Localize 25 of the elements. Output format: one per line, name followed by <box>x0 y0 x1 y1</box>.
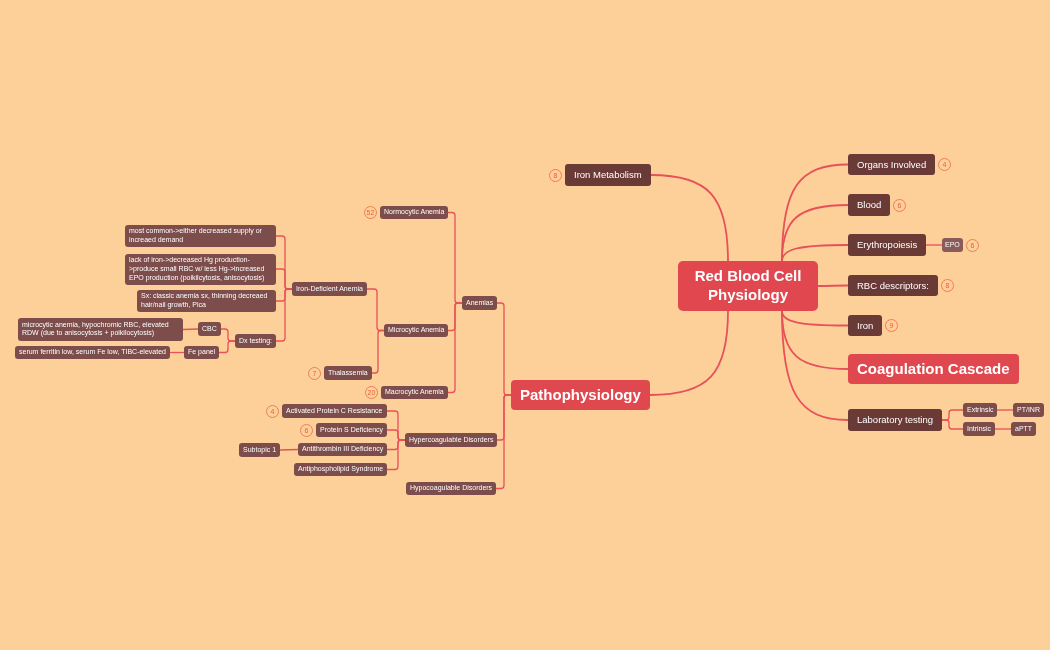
main-topic: Organs Involved <box>848 153 936 176</box>
connector-line <box>218 340 236 354</box>
main-topic: RBC descriptors: <box>848 274 938 297</box>
main-topic: Erythropoiesis <box>848 234 927 256</box>
main-topic: Coagulation Cascade <box>848 353 1019 385</box>
connector-line <box>781 310 849 421</box>
connector-line <box>781 244 849 262</box>
connector-line <box>279 448 299 451</box>
connector-line <box>182 328 199 331</box>
connector-line <box>925 244 943 246</box>
central-topic: Red Blood Cell Physiology <box>678 261 818 311</box>
connector-line <box>781 204 849 262</box>
connector-line <box>994 428 1012 430</box>
main-topic: Blood <box>848 194 891 216</box>
connector-line <box>649 310 729 396</box>
main-topic: Iron Metabolism <box>565 164 651 186</box>
connector-line <box>996 409 1014 411</box>
connector-line <box>447 302 463 394</box>
connector-line <box>495 394 512 490</box>
main-topic: Pathophysiology <box>511 379 650 411</box>
connector-line <box>941 419 964 430</box>
connector-line <box>650 174 729 262</box>
main-topic: Iron <box>848 314 883 337</box>
main-topic: Laboratory testing <box>848 409 943 431</box>
connector-line <box>817 284 849 287</box>
